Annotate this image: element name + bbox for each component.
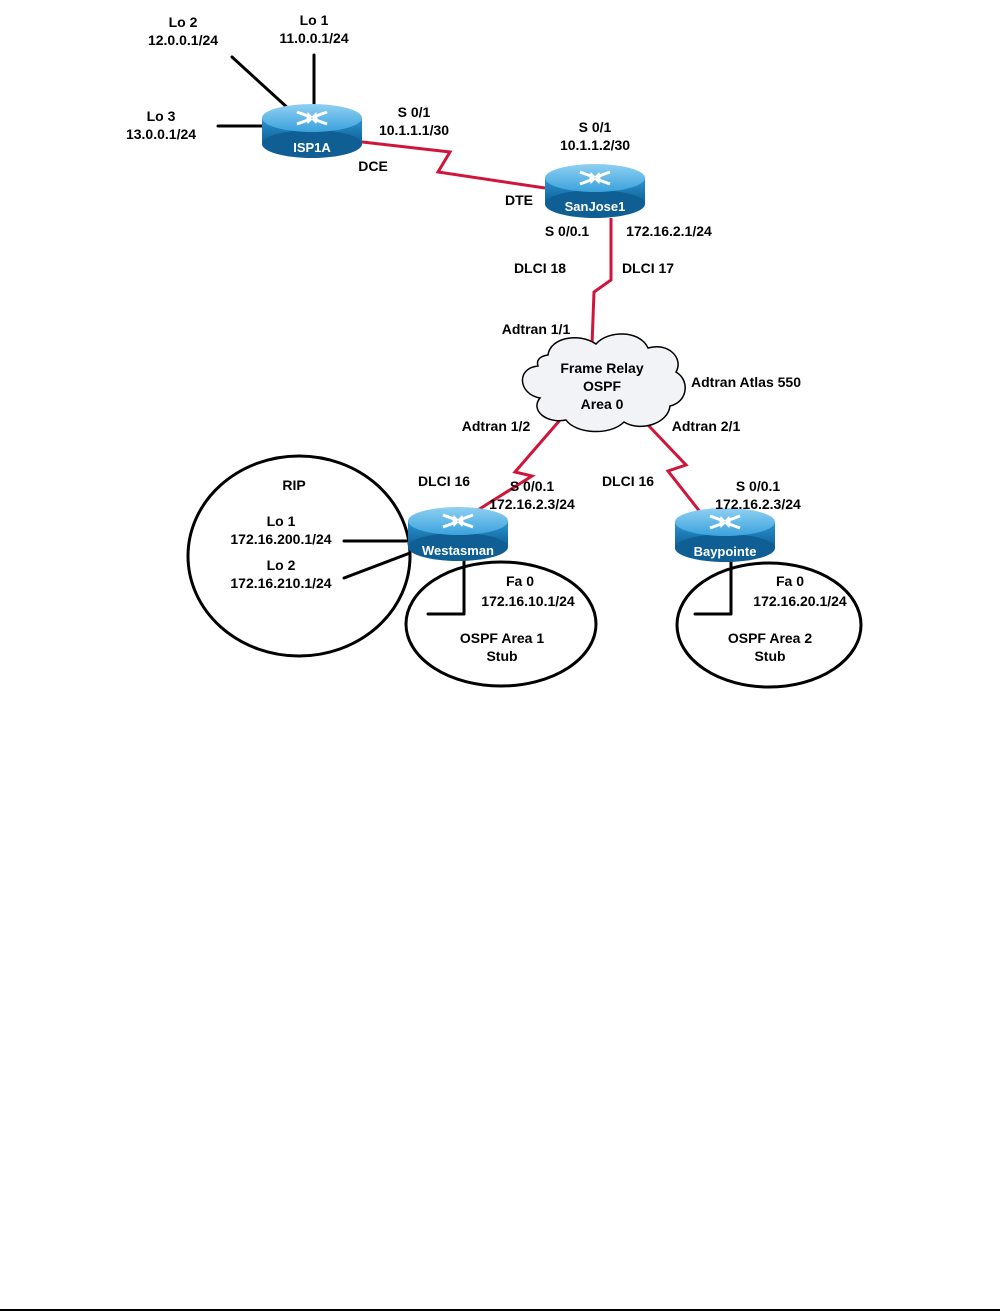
westasman-fa-if: Fa 0 xyxy=(506,573,534,589)
baypointe-subif: S 0/0.1 xyxy=(736,478,781,494)
baypointe-dlci: DLCI 16 xyxy=(602,473,654,489)
frame-relay-link-sanjose1 xyxy=(590,218,613,346)
frame-relay-link-baypointe xyxy=(646,423,710,523)
adtran-device-label: Adtran Atlas 550 xyxy=(691,374,801,390)
ospf-area2-label: OSPF Area 2 xyxy=(728,630,813,646)
ospf-area1-stub: Stub xyxy=(486,648,517,664)
cloud-line-frame-relay: Frame Relay xyxy=(560,360,643,376)
router-name-baypointe: Baypointe xyxy=(694,544,757,559)
westasman-lo2-name: Lo 2 xyxy=(267,557,296,573)
router-isp1a[interactable]: ISP1A xyxy=(262,104,362,160)
sanjose1-subif-ip: 172.16.2.1/24 xyxy=(626,223,712,239)
isp1a-lo2-name: Lo 2 xyxy=(169,14,198,30)
sanjose1-subif: S 0/0.1 xyxy=(545,223,590,239)
router-name-westasman: Westasman xyxy=(422,543,494,558)
baypointe-fa-ip: 172.16.20.1/24 xyxy=(753,593,847,609)
router-baypointe[interactable]: Baypointe xyxy=(675,508,775,564)
sanjose1-serial-ip: 10.1.1.2/30 xyxy=(560,137,630,153)
router-name-isp1a: ISP1A xyxy=(293,140,331,155)
westasman-subif: S 0/0.1 xyxy=(510,478,555,494)
cloud-line-ospf: OSPF xyxy=(583,378,622,394)
baypointe-fa-if: Fa 0 xyxy=(776,573,804,589)
cloud-line-area0: Area 0 xyxy=(581,396,624,412)
westasman-lo1-name: Lo 1 xyxy=(267,513,296,529)
dte-label: DTE xyxy=(505,192,533,208)
sanjose1-serial-if: S 0/1 xyxy=(579,119,612,135)
lo2-link xyxy=(230,55,292,112)
ospf-area2-oval xyxy=(675,561,863,689)
ospf-area1-label: OSPF Area 1 xyxy=(460,630,545,646)
adtran-port-1-1: Adtran 1/1 xyxy=(502,321,571,337)
isp1a-lo3-ip: 13.0.0.1/24 xyxy=(126,126,196,142)
router-name-sanjose1: SanJose1 xyxy=(565,199,626,214)
isp1a-serial-ip: 10.1.1.1/30 xyxy=(379,122,449,138)
router-sanjose1[interactable]: SanJose1 xyxy=(545,164,645,220)
westasman-fa-ip: 172.16.10.1/24 xyxy=(481,593,575,609)
dce-label: DCE xyxy=(358,158,388,174)
frame-relay-cloud xyxy=(521,333,686,433)
rip-title: RIP xyxy=(282,477,305,493)
sanjose1-dlci-18: DLCI 18 xyxy=(514,260,566,276)
west-lo2-link xyxy=(342,551,412,580)
serial-link-isp1a-sanjose1 xyxy=(344,138,546,190)
westasman-dlci: DLCI 16 xyxy=(418,473,470,489)
adtran-port-2-1: Adtran 2/1 xyxy=(672,418,741,434)
rip-domain-oval xyxy=(186,454,412,658)
isp1a-lo1-name: Lo 1 xyxy=(300,12,329,28)
ospf-area2-stub: Stub xyxy=(754,648,785,664)
baypointe-subif-ip: 172.16.2.3/24 xyxy=(715,496,801,512)
page-bottom-rule xyxy=(0,1309,1000,1311)
adtran-port-1-2: Adtran 1/2 xyxy=(462,418,531,434)
sanjose1-dlci-17: DLCI 17 xyxy=(622,260,674,276)
isp1a-lo2-ip: 12.0.0.1/24 xyxy=(148,32,218,48)
westasman-lo2-ip: 172.16.210.1/24 xyxy=(230,575,331,591)
isp1a-lo1-ip: 11.0.0.1/24 xyxy=(279,30,349,46)
ospf-area1-oval xyxy=(404,560,598,688)
isp1a-lo3-name: Lo 3 xyxy=(147,108,176,124)
westasman-lo1-ip: 172.16.200.1/24 xyxy=(230,531,331,547)
isp1a-serial-if: S 0/1 xyxy=(398,104,431,120)
westasman-subif-ip: 172.16.2.3/24 xyxy=(489,496,575,512)
router-westasman[interactable]: Westasman xyxy=(408,507,508,563)
frame-relay-link-westasman xyxy=(461,419,562,522)
